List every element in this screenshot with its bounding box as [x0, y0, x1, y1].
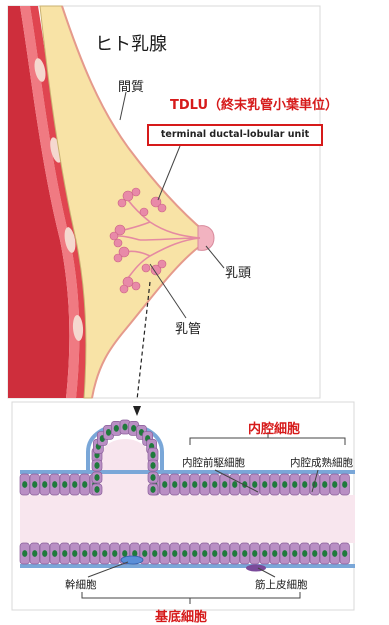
basal-layer-bottom	[20, 564, 355, 568]
tdlu-label: TDLU（終末乳管小葉単位）	[170, 94, 338, 113]
cell-nucleus	[252, 550, 257, 557]
cell-nucleus	[342, 481, 347, 488]
cell-nucleus	[150, 474, 155, 481]
cell-nucleus	[32, 481, 37, 488]
basal-bracket	[82, 592, 300, 598]
cell-nucleus	[131, 425, 136, 432]
tdlu-english-label: terminal ductal-lobular unit	[147, 124, 323, 146]
cell-nucleus	[192, 481, 197, 488]
cell-nucleus	[192, 550, 197, 557]
page-title: ヒト乳腺	[95, 30, 167, 56]
cell-nucleus	[302, 550, 307, 557]
luminal-cells-top	[20, 474, 350, 495]
cell-nucleus	[242, 550, 247, 557]
cell-nucleus	[182, 481, 187, 488]
cell-nucleus	[82, 550, 87, 557]
cell-nucleus	[22, 481, 27, 488]
cell-nucleus	[322, 481, 327, 488]
cell-nucleus	[322, 550, 327, 557]
cell-nucleus	[52, 481, 57, 488]
myo-pointer-line	[258, 568, 275, 577]
cell-nucleus	[122, 550, 127, 557]
cell-nucleus	[142, 550, 147, 557]
cell-nucleus	[232, 550, 237, 557]
cell-nucleus	[162, 550, 167, 557]
mature-luminal-label: 内腔成熟細胞	[290, 455, 353, 470]
cell-nucleus	[172, 550, 177, 557]
cell-nucleus	[232, 481, 237, 488]
cell-nucleus	[72, 481, 77, 488]
cell-nucleus	[94, 462, 99, 469]
cell-nucleus	[92, 550, 97, 557]
stem-cell	[121, 556, 143, 564]
cell-nucleus	[222, 481, 227, 488]
cell-nucleus	[292, 550, 297, 557]
cell-nucleus	[150, 462, 155, 469]
luminal-bracket	[190, 438, 345, 445]
cell-nucleus	[106, 429, 111, 436]
zoom-arrowhead	[133, 406, 141, 416]
nipple-label: 乳頭	[225, 262, 251, 281]
cell-nucleus	[162, 481, 167, 488]
cell-nucleus	[302, 481, 307, 488]
cell-nucleus	[52, 550, 57, 557]
cell-nucleus	[202, 550, 207, 557]
cell-nucleus	[212, 550, 217, 557]
cell-nucleus	[152, 550, 157, 557]
cell-nucleus	[32, 550, 37, 557]
duct-lumen	[20, 495, 355, 543]
basal-cells-label: 基底細胞	[155, 606, 207, 625]
cell-nucleus	[282, 550, 287, 557]
cell-nucleus	[262, 550, 267, 557]
myoepithelial-label: 筋上皮細胞	[255, 577, 308, 592]
cell-nucleus	[272, 550, 277, 557]
cell-nucleus	[332, 550, 337, 557]
cell-nucleus	[150, 486, 155, 493]
cell-nucleus	[150, 452, 155, 459]
cell-nucleus	[292, 481, 297, 488]
cell-nucleus	[182, 550, 187, 557]
cell-nucleus	[62, 481, 67, 488]
cell-nucleus	[272, 481, 277, 488]
cell-nucleus	[342, 550, 347, 557]
cell-nucleus	[42, 481, 47, 488]
basal-layer-top	[20, 470, 355, 474]
cell-nucleus	[94, 474, 99, 481]
luminal-cells-label: 内腔細胞	[248, 418, 300, 437]
cell-nucleus	[42, 550, 47, 557]
cell-nucleus	[102, 550, 107, 557]
cell-nucleus	[114, 425, 119, 432]
cell-nucleus	[72, 550, 77, 557]
cell-nucleus	[94, 486, 99, 493]
cell-nucleus	[172, 481, 177, 488]
cell-nucleus	[122, 424, 127, 431]
cell-nucleus	[222, 550, 227, 557]
bud-lumen	[100, 439, 150, 495]
cell-nucleus	[212, 481, 217, 488]
cell-nucleus	[22, 550, 27, 557]
cell-nucleus	[82, 481, 87, 488]
luminal-cells-bottom	[20, 543, 350, 564]
cell-nucleus	[282, 481, 287, 488]
cell-nucleus	[62, 550, 67, 557]
cell-nucleus	[202, 481, 207, 488]
cell-nucleus	[262, 481, 267, 488]
stroma-label: 間質	[118, 76, 144, 95]
luminal-progenitor-label: 内腔前駆細胞	[182, 455, 245, 470]
cell-nucleus	[252, 481, 257, 488]
milk-duct-label: 乳管	[175, 318, 201, 337]
stem-cell-label: 幹細胞	[65, 577, 97, 592]
cell-nucleus	[112, 550, 117, 557]
cell-nucleus	[312, 550, 317, 557]
cell-nucleus	[332, 481, 337, 488]
